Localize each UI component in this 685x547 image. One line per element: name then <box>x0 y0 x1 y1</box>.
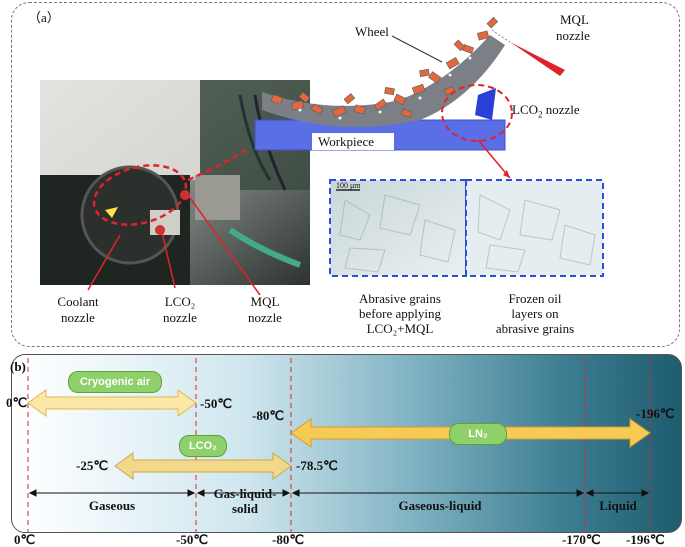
lco2-right-temp: -78.5℃ <box>296 458 338 473</box>
lco2-pill: LCO₂ <box>179 435 227 457</box>
lco2-nozzle-label: LCO2 nozzle <box>512 102 580 120</box>
lco2-nozzle-shape <box>475 88 496 120</box>
axis-tick-80: -80℃ <box>272 532 304 547</box>
phase-gas-liquid-solid-2: solid <box>231 501 258 516</box>
frozen-oil-label-3: abrasive grains <box>495 321 575 336</box>
workpiece-label-box <box>312 133 394 150</box>
mql-nozzle-label-2: nozzle <box>556 28 590 43</box>
cryogenic-air-pill: Cryogenic air <box>68 371 162 393</box>
cryogenic-air-left-temp: 0℃ <box>6 395 28 410</box>
micrograph-before <box>329 179 467 277</box>
phase-gas-liquid-solid-1: Gas-liquid- <box>213 486 277 501</box>
frozen-oil-label-1: Frozen oil <box>508 291 562 306</box>
wheel-label: Wheel <box>355 24 389 39</box>
workpiece-label: Workpiece <box>318 134 374 149</box>
mql-spray <box>491 29 511 43</box>
phase-boundary-lines <box>27 358 651 532</box>
mql-nozzle-label-1: MQL <box>560 12 589 27</box>
photo-link-dash <box>187 146 251 182</box>
axis-tick-0: 0℃ <box>14 532 36 547</box>
axis-tick-196: -196℃ <box>626 532 665 547</box>
wheel-grits <box>262 16 505 128</box>
frozen-oil-label-2: layers on <box>511 306 559 321</box>
ln2-right-temp: -196℃ <box>636 406 675 421</box>
phase-liquid: Liquid <box>599 498 637 513</box>
axis-tick-50: -50℃ <box>176 532 208 547</box>
phase-gaseous: Gaseous <box>88 498 136 513</box>
scale-label: 100 μm <box>336 181 361 190</box>
lco2-nozzle-bottom-label-2: nozzle <box>163 310 197 325</box>
panel-b-tag: (b) <box>10 359 26 374</box>
ln2-pill: LN₂ <box>449 423 507 445</box>
photo-highlight-ellipse <box>92 164 188 226</box>
cryogenic-air-arrow <box>27 389 197 417</box>
panel-a-frame <box>11 2 680 347</box>
micrograph-texture <box>339 194 596 273</box>
lco2-pointer <box>161 231 176 289</box>
mql-pointer <box>187 194 261 296</box>
abrasive-before-label-2: before applying <box>359 306 441 321</box>
wheel-leader <box>391 35 443 63</box>
abrasive-before-label-1: Abrasive grains <box>359 291 441 306</box>
phase-gaseous-liquid: Gaseous-liquid <box>398 498 482 513</box>
lco2-left-temp: -25℃ <box>76 458 108 473</box>
mql-nozzle-shape <box>510 42 565 76</box>
mql-bottom-label-2: nozzle <box>248 310 282 325</box>
lco2-arrow <box>114 452 292 480</box>
phase-span-arrows <box>28 489 650 497</box>
machine-photo <box>40 80 310 285</box>
coolant-nozzle-label-2: nozzle <box>61 310 95 325</box>
contact-arrowhead <box>503 170 510 178</box>
contact-pointer <box>477 139 511 179</box>
axis-tick-170: -170℃ <box>562 532 601 547</box>
coolant-pointer <box>87 234 121 291</box>
cryogenic-air-right-temp: -50℃ <box>200 396 232 411</box>
lco2-nozzle-bottom-label-1: LCO₂ <box>164 294 196 309</box>
coolant-nozzle-label-1: Coolant <box>57 294 99 309</box>
micrograph-frozen <box>465 179 604 277</box>
ln2-left-temp: -80℃ <box>252 408 284 423</box>
contact-highlight-ellipse <box>441 84 513 142</box>
mql-bottom-label-1: MQL <box>250 294 280 309</box>
panel-a-tag: （a） <box>28 10 60 25</box>
abrasive-before-label-3: LCO₂+MQL <box>366 321 434 336</box>
